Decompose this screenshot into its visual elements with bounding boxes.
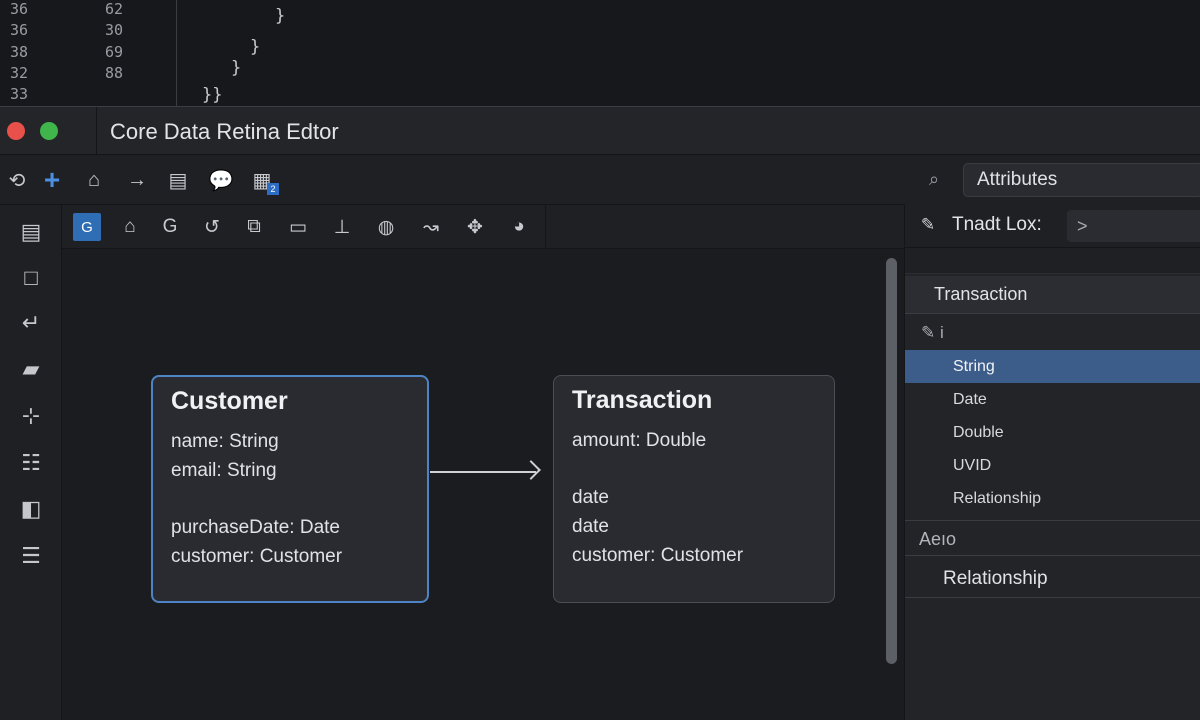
attributes-field[interactable]: Attributes <box>963 163 1200 197</box>
rotate-icon[interactable]: ↺ <box>204 216 220 238</box>
title-divider <box>96 107 97 155</box>
entity-attribute[interactable]: email: String <box>171 460 277 481</box>
close-window-button[interactable] <box>7 122 25 140</box>
entity-attribute[interactable]: purchaseDate: Date <box>171 517 340 538</box>
layout-icon[interactable]: ▦2 <box>249 167 279 195</box>
inspector-entity-name[interactable]: Transaction <box>905 276 1200 314</box>
gutter-divider <box>176 0 177 106</box>
toolbar-divider <box>545 205 546 249</box>
graph-style-icon[interactable]: G <box>73 213 101 241</box>
inspector-header: ✎ Tnadt Lox: > <box>905 204 1200 248</box>
code-brace: } <box>250 37 261 57</box>
title-bar: Core Data Retina Edtor <box>0 107 1200 155</box>
code-value: 88 <box>105 64 124 82</box>
forward-arrow-icon[interactable]: → <box>127 168 147 191</box>
document-icon[interactable]: ☰ <box>21 543 41 568</box>
table-icon[interactable]: ☷ <box>21 450 41 475</box>
entity-attribute[interactable]: customer: Customer <box>572 545 744 566</box>
split-icon[interactable]: ◧ <box>20 496 42 521</box>
globe-icon[interactable]: ◍ <box>377 216 395 238</box>
refresh-icon[interactable]: ⟲ <box>8 169 26 192</box>
entity-customer[interactable]: Customer name: String email: String purc… <box>151 375 429 603</box>
home-icon[interactable]: ⌂ <box>87 168 101 191</box>
type-option-double[interactable]: Double <box>953 424 1004 441</box>
hierarchy-icon[interactable]: ⊥ <box>333 216 351 238</box>
shape-add-icon[interactable]: ⊹ <box>21 403 41 428</box>
left-sidebar: ▤ □ ↵ ▰ ⊹ ☷ ◧ ☰ <box>0 205 62 720</box>
line-number: 36 <box>10 21 29 39</box>
inspector-tools-row: ✎ i <box>905 316 1200 350</box>
entity-attribute[interactable]: amount: Double <box>572 430 707 451</box>
folder-edit-icon[interactable]: ▰ <box>22 356 40 381</box>
type-list: String Date Double UVID Relationship <box>905 350 1200 515</box>
type-option-relationship[interactable]: Relationship <box>953 490 1042 507</box>
line-number: 32 <box>10 64 29 82</box>
line-number: 33 <box>10 85 29 103</box>
world-icon[interactable]: ◕ <box>513 216 525 237</box>
background-code-view: 36 62 36 30 38 69 32 88 33 } } } }} <box>0 0 1200 106</box>
list-icon[interactable]: ▤ <box>168 169 188 192</box>
square-icon[interactable]: □ <box>24 265 38 290</box>
entity-title: Transaction <box>572 386 713 414</box>
entity-title: Customer <box>171 387 288 415</box>
edit-icon: ✎ <box>920 215 936 234</box>
canvas-scrollbar[interactable] <box>886 258 897 664</box>
code-brace: } <box>275 6 286 26</box>
type-option-string[interactable]: String <box>905 350 1200 383</box>
line-number: 38 <box>10 43 29 61</box>
code-value: 62 <box>105 0 124 18</box>
inspector-popup[interactable]: > <box>1067 210 1200 242</box>
monitor-icon[interactable]: ▭ <box>289 216 307 238</box>
wrench-icon[interactable]: ✎ <box>921 323 940 342</box>
code-brace: }} <box>202 85 223 105</box>
files-icon[interactable]: ▤ <box>20 219 42 244</box>
group-icon[interactable]: ⧉ <box>247 216 261 237</box>
code-brace: } <box>231 58 242 78</box>
entity-attribute[interactable]: name: String <box>171 431 279 452</box>
inspector-relationship-row[interactable]: Relationship <box>905 560 1200 598</box>
code-value: 69 <box>105 43 124 61</box>
code-value: 30 <box>105 21 124 39</box>
corner-arrow-icon[interactable]: ↵ <box>21 310 41 335</box>
info-icon[interactable]: i <box>939 323 944 342</box>
inspector-section-bar <box>905 248 1200 274</box>
line-number: 36 <box>10 0 29 18</box>
route-icon[interactable]: ↝ <box>423 216 439 238</box>
g-icon[interactable]: G <box>162 216 178 237</box>
entity-attribute[interactable]: customer: Customer <box>171 546 343 567</box>
bank-icon[interactable]: ⌂ <box>124 216 136 237</box>
type-option-uvid[interactable]: UVID <box>953 457 992 474</box>
relationship-line[interactable] <box>430 471 536 473</box>
inspector-panel: ✎ Tnadt Lox: > Transaction ✎ i String Da… <box>904 204 1200 720</box>
entity-attribute[interactable]: date <box>572 487 609 508</box>
entity-transaction[interactable]: Transaction amount: Double date date cus… <box>553 375 835 603</box>
inspector-header-label: Tnadt Lox: <box>952 214 1042 235</box>
entity-attribute[interactable]: date <box>572 516 609 537</box>
window-title: Core Data Retina Edtor <box>110 119 339 144</box>
type-option-date[interactable]: Date <box>953 391 987 408</box>
search-icon[interactable]: ⌕ <box>928 168 940 189</box>
canvas-toolbar: G ⌂ G ↺ ⧉ ▭ ⊥ ◍ ↝ ✥ ◕ <box>62 205 904 249</box>
zoom-window-button[interactable] <box>40 122 58 140</box>
add-icon[interactable]: + <box>43 164 61 195</box>
comment-icon[interactable]: 💬 <box>208 169 234 192</box>
move-icon[interactable]: ✥ <box>467 216 483 238</box>
inspector-subhead: Aeıo <box>905 520 1200 556</box>
layout-badge: 2 <box>267 183 279 195</box>
